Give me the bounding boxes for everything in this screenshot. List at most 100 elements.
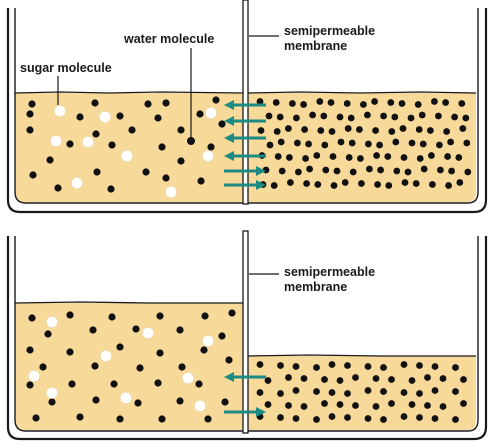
water-molecule [264,377,272,384]
water-molecule [424,374,431,381]
water-molecule [286,154,293,161]
molecules-before [26,96,472,198]
water-molecule [448,167,455,175]
water-molecule [306,165,313,173]
water-molecule [142,168,150,176]
flow-arrows-after [224,372,266,417]
water-molecule [407,114,415,122]
water-molecule [195,380,203,388]
water-molecule [136,364,144,372]
water-molecule [270,182,278,189]
water-molecule [401,179,409,186]
water-molecule [91,362,99,370]
water-molecule [228,309,236,317]
water-molecule [376,141,383,149]
water-molecule [201,312,209,320]
water-molecule [66,311,74,319]
water-molecule [388,400,395,407]
water-molecule [265,112,273,120]
water-molecule [277,414,284,421]
sugar-molecule [202,335,214,347]
water-molecule [347,114,355,122]
water-molecule [158,415,166,423]
water-molecule [277,138,285,146]
water-molecule [380,112,387,120]
water-molecule [460,400,467,407]
water-molecule [343,100,351,107]
molecules-after [26,309,467,423]
water-molecule [451,113,458,121]
sugar-molecule [50,135,62,147]
flow-arrow-right [224,407,266,417]
water-molecule [287,179,294,186]
water-molecule [225,356,233,364]
water-molecule [360,101,367,108]
solution-left-raised [15,303,243,430]
water-molecule [108,141,116,149]
water-molecule [400,413,408,420]
water-molecule [385,182,393,189]
water-molecule [292,415,300,422]
water-molecule [321,141,329,149]
water-molecule [412,180,420,187]
sugar-molecule [46,316,58,328]
water-molecule [428,152,435,159]
sugar-molecule [194,400,206,412]
water-molecule [256,98,264,105]
water-molecule [116,415,124,423]
water-molecule [420,165,428,173]
water-molecule [128,126,136,134]
water-molecule [204,415,212,423]
water-molecule [317,127,325,134]
flow-arrow-left [224,133,266,143]
water-molecule [364,387,372,394]
water-molecule [439,403,447,410]
flow-arrow-left [224,372,266,382]
water-molecule [460,376,467,383]
flow-arrow-left [224,116,266,126]
semipermeable-membrane-after [242,230,249,434]
water-molecule [358,180,365,187]
water-molecule [274,153,282,160]
water-molecule [26,381,34,389]
water-molecule [302,155,309,162]
water-molecule [365,140,372,148]
water-molecule [388,128,396,135]
water-molecule [344,125,352,132]
water-molecule [156,312,164,320]
water-molecule [336,113,344,121]
sugar-molecule [71,177,83,189]
water-molecule [345,154,353,161]
water-molecule [322,166,330,174]
water-molecule [352,374,359,381]
water-molecule [177,157,185,165]
water-molecule [329,153,337,160]
water-molecule [89,326,97,334]
membrane-label-line2: membrane [284,39,347,53]
water-molecule [380,388,387,395]
water-molecule [76,113,84,121]
water-molecule [257,127,265,134]
water-molecule [256,389,264,396]
sugar-molecule [121,150,133,162]
water-molecule [408,139,416,147]
flow-arrow-right [224,180,266,190]
flow-arrow-right [224,166,266,176]
water-molecule [380,364,387,371]
sugar-molecule [100,350,112,362]
water-molecule [46,156,54,164]
water-molecule [92,396,100,404]
water-molecule [218,332,226,340]
water-molecule [374,181,381,188]
water-molecule [221,398,229,406]
water-molecule [400,361,408,368]
water-molecule [357,155,364,162]
water-molecule [76,413,84,421]
water-molecule [321,376,328,383]
water-molecule [134,399,142,407]
sugar-molecule [54,105,66,117]
flow-arrows-before [224,100,266,190]
water-molecule [371,98,378,105]
sugar-molecule [202,150,214,162]
